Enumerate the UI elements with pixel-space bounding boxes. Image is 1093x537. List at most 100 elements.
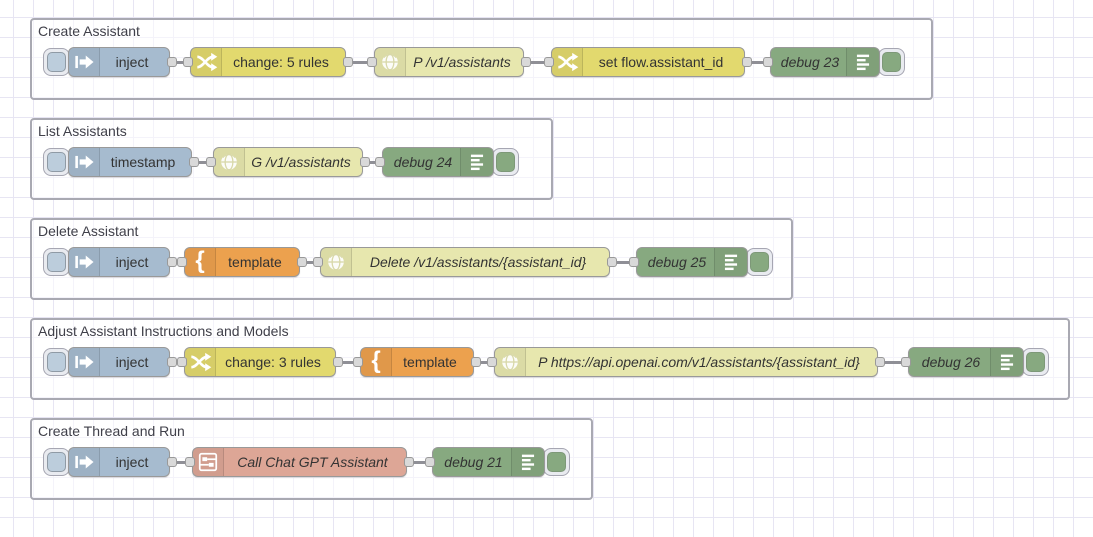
node-inject[interactable]: inject (68, 247, 177, 277)
input-port[interactable] (353, 357, 363, 367)
input-port[interactable] (183, 57, 193, 67)
node-http-request[interactable]: P https://api.openai.com/v1/assistants/{… (487, 347, 885, 377)
input-port[interactable] (763, 57, 773, 67)
wire[interactable] (300, 261, 320, 264)
input-port[interactable] (901, 357, 911, 367)
output-port[interactable] (607, 257, 617, 267)
node-debug[interactable]: debug 21 (425, 447, 545, 477)
input-port[interactable] (313, 257, 323, 267)
wire[interactable] (745, 61, 770, 64)
node-label: Delete /v1/assistants/{assistant_id} (369, 254, 587, 270)
output-port[interactable] (471, 357, 481, 367)
node-change[interactable]: change: 5 rules (183, 47, 353, 77)
input-port[interactable] (367, 57, 377, 67)
wire[interactable] (610, 261, 636, 264)
output-port[interactable] (521, 57, 531, 67)
inject-trigger-button[interactable] (43, 148, 70, 176)
group-label: Create Thread and Run (38, 423, 185, 439)
output-port[interactable] (167, 357, 177, 367)
group-delete-assistant[interactable]: Delete Assistant inject { template Delet… (30, 218, 793, 300)
change-icon (191, 48, 222, 76)
node-label: Call Chat GPT Assistant (237, 454, 388, 470)
node-debug[interactable]: debug 26 (901, 347, 1024, 377)
debug-toggle-button[interactable] (543, 448, 570, 476)
node-change-set-assistant-id[interactable]: set flow.assistant_id (544, 47, 752, 77)
input-port[interactable] (185, 457, 195, 467)
debug-icon (846, 48, 879, 76)
inject-trigger-button[interactable] (43, 348, 70, 376)
output-port[interactable] (167, 57, 177, 67)
node-inject[interactable]: inject (68, 347, 177, 377)
output-port[interactable] (875, 357, 885, 367)
input-port[interactable] (425, 457, 435, 467)
wire[interactable] (474, 361, 494, 364)
node-http-request[interactable]: G /v1/assistants (206, 147, 370, 177)
output-port[interactable] (742, 57, 752, 67)
inject-trigger-button[interactable] (43, 248, 70, 276)
output-port[interactable] (343, 57, 353, 67)
node-inject-timestamp[interactable]: timestamp (68, 147, 199, 177)
debug-toggle-button-face (547, 452, 566, 472)
node-template[interactable]: { template (177, 247, 307, 277)
output-port[interactable] (333, 357, 343, 367)
input-port[interactable] (375, 157, 385, 167)
input-port[interactable] (177, 257, 187, 267)
inject-trigger-button-face (47, 152, 66, 172)
output-port[interactable] (360, 157, 370, 167)
node-debug[interactable]: debug 25 (629, 247, 748, 277)
node-template[interactable]: { template (353, 347, 481, 377)
debug-toggle-button[interactable] (746, 248, 773, 276)
input-port[interactable] (487, 357, 497, 367)
wire[interactable] (170, 61, 190, 64)
output-port[interactable] (404, 457, 414, 467)
inject-trigger-button-face (47, 452, 66, 472)
change-icon (552, 48, 583, 76)
node-inject[interactable]: inject (68, 447, 177, 477)
input-port[interactable] (544, 57, 554, 67)
node-label: inject (115, 354, 149, 370)
input-port[interactable] (206, 157, 216, 167)
wire[interactable] (363, 161, 382, 164)
node-label: debug 24 (393, 154, 453, 170)
node-label: P https://api.openai.com/v1/assistants/{… (538, 354, 860, 370)
input-port[interactable] (177, 357, 187, 367)
wire[interactable] (170, 461, 192, 464)
node-label: inject (115, 454, 149, 470)
wire[interactable] (878, 361, 908, 364)
node-change[interactable]: change: 3 rules (177, 347, 343, 377)
debug-toggle-button[interactable] (1022, 348, 1049, 376)
globe-icon (495, 348, 526, 376)
debug-toggle-button[interactable] (492, 148, 519, 176)
node-inject[interactable]: inject (68, 47, 177, 77)
group-create-assistant[interactable]: Create Assistant inject change: 5 rules … (30, 18, 933, 100)
group-create-thread-and-run[interactable]: Create Thread and Run inject Call Chat G… (30, 418, 593, 500)
wire[interactable] (192, 161, 213, 164)
wire[interactable] (346, 61, 374, 64)
node-http-request[interactable]: P /v1/assistants (367, 47, 531, 77)
output-port[interactable] (167, 257, 177, 267)
output-port[interactable] (297, 257, 307, 267)
group-adjust-assistant[interactable]: Adjust Assistant Instructions and Models… (30, 318, 1070, 400)
node-debug[interactable]: debug 24 (375, 147, 494, 177)
group-label: Create Assistant (38, 23, 140, 39)
wire[interactable] (524, 61, 551, 64)
debug-icon (990, 348, 1023, 376)
node-http-request[interactable]: Delete /v1/assistants/{assistant_id} (313, 247, 617, 277)
output-port[interactable] (189, 157, 199, 167)
node-debug[interactable]: debug 23 (763, 47, 880, 77)
output-port[interactable] (167, 457, 177, 467)
debug-toggle-button-face (882, 52, 901, 72)
wire[interactable] (336, 361, 360, 364)
group-list-assistants[interactable]: List Assistants timestamp G /v1/assistan… (30, 118, 553, 200)
node-label: debug 26 (921, 354, 981, 370)
debug-toggle-button[interactable] (878, 48, 905, 76)
input-port[interactable] (629, 257, 639, 267)
inject-trigger-button[interactable] (43, 48, 70, 76)
inject-trigger-button[interactable] (43, 448, 70, 476)
node-subflow-call-chat-gpt-assistant[interactable]: Call Chat GPT Assistant (185, 447, 414, 477)
globe-icon (321, 248, 352, 276)
debug-icon (714, 248, 747, 276)
group-label: List Assistants (38, 123, 127, 139)
wire[interactable] (407, 461, 432, 464)
